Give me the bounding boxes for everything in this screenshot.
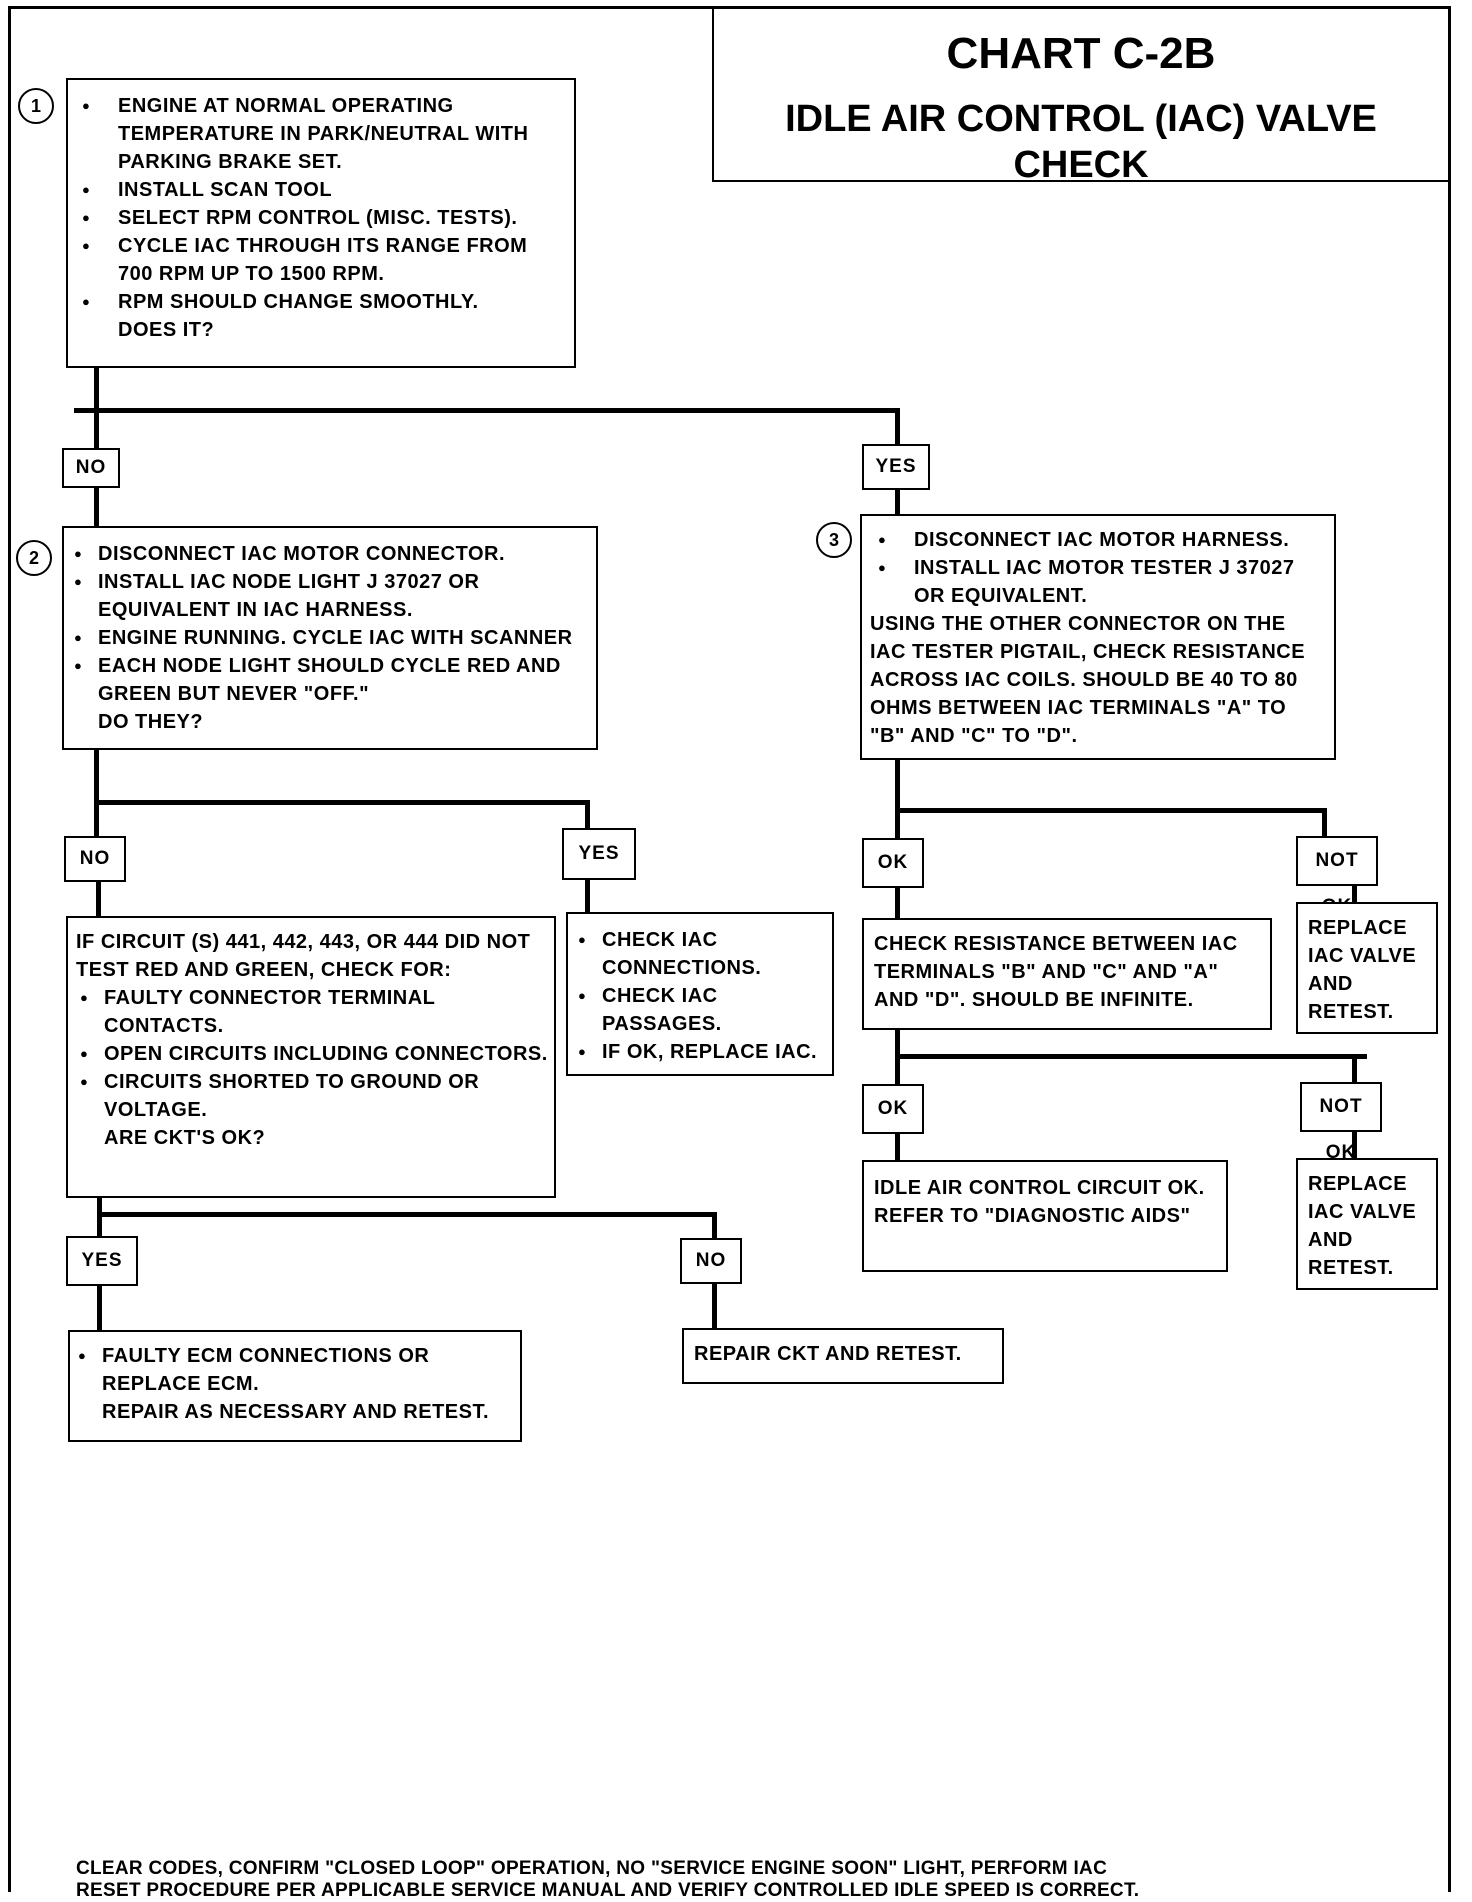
check-iac-box: CHECK IAC CONNECTIONS. CHECK IAC PASSAGE… [566, 912, 834, 1076]
chart-title-box: CHART C-2B IDLE AIR CONTROL (IAC) VALVE … [712, 6, 1450, 186]
answer-ok-label: OK [862, 1084, 924, 1134]
repair-box: REPAIR CKT AND RETEST. [682, 1328, 1004, 1384]
connector [1352, 1054, 1357, 1086]
bullet-item: SELECT RPM CONTROL (MISC. TESTS). [74, 204, 564, 232]
connector [74, 408, 99, 413]
idle-ok-text: IDLE AIR CONTROL CIRCUIT OK. REFER TO "D… [874, 1177, 1205, 1227]
bullet-item: DISCONNECT IAC MOTOR HARNESS. [870, 526, 1324, 554]
bullet-item: EACH NODE LIGHT SHOULD CYCLE RED AND GRE… [70, 652, 588, 708]
replace-iac-box: REPLACE IAC VALVE AND RETEST. [1296, 1158, 1438, 1290]
answer-yes-label: YES [66, 1236, 138, 1286]
answer-no-label: NO [64, 836, 126, 882]
circuit-check-intro: IF CIRCUIT (S) 441, 442, 443, OR 444 DID… [76, 931, 531, 981]
ecm-text: REPAIR AS NECESSARY AND RETEST. [102, 1401, 490, 1423]
step-3-text: USING THE OTHER CONNECTOR ON THE IAC TES… [870, 613, 1306, 747]
circuit-check-box: IF CIRCUIT (S) 441, 442, 443, OR 444 DID… [66, 916, 556, 1198]
step-3-marker: 3 [816, 522, 852, 558]
bullet-item: RPM SHOULD CHANGE SMOOTHLY. [74, 288, 564, 316]
bullet-item: INSTALL IAC MOTOR TESTER J 37027 OR EQUI… [870, 554, 1324, 610]
step-2-question: DO THEY? [98, 711, 204, 733]
bullet-item: FAULTY ECM CONNECTIONS OR REPLACE ECM. [74, 1342, 514, 1398]
connector [94, 486, 99, 526]
step-1-box: ENGINE AT NORMAL OPERATING TEMPERATURE I… [66, 78, 576, 368]
connector [895, 758, 900, 838]
answer-ok-label: OK [862, 838, 924, 888]
connector [97, 1212, 717, 1217]
step-1-marker: 1 [18, 88, 54, 124]
idle-ok-box: IDLE AIR CONTROL CIRCUIT OK. REFER TO "D… [862, 1160, 1228, 1272]
check-iac-bullets: CHECK IAC CONNECTIONS. CHECK IAC PASSAGE… [574, 926, 826, 1066]
ecm-box: FAULTY ECM CONNECTIONS OR REPLACE ECM. R… [68, 1330, 522, 1442]
answer-no-label: NO [62, 448, 120, 488]
connector [712, 1212, 717, 1254]
connector [585, 800, 590, 830]
answer-not-ok-label: NOT OK [1296, 836, 1378, 917]
replace-iac-text: REPLACE IAC VALVE AND RETEST. [1308, 917, 1417, 1023]
bullet-item: OPEN CIRCUITS INCLUDING CONNECTORS. [76, 1040, 548, 1068]
circuit-check-bullets: FAULTY CONNECTOR TERMINAL CONTACTS. OPEN… [76, 984, 548, 1124]
connector [94, 800, 590, 805]
connector [895, 886, 900, 920]
resistance-check-box: CHECK RESISTANCE BETWEEN IAC TERMINALS "… [862, 918, 1272, 1030]
bullet-item: INSTALL IAC NODE LIGHT J 37027 OR EQUIVA… [70, 568, 588, 624]
connector [895, 1134, 900, 1164]
bullet-item: FAULTY CONNECTOR TERMINAL CONTACTS. [76, 984, 548, 1040]
connector [1352, 1132, 1357, 1160]
connector [895, 1054, 1367, 1059]
bullet-item: CIRCUITS SHORTED TO GROUND OR VOLTAGE. [76, 1068, 548, 1124]
step-2-bullets: DISCONNECT IAC MOTOR CONNECTOR. INSTALL … [70, 540, 588, 708]
connector [1352, 884, 1357, 904]
connector [94, 408, 900, 413]
connector [895, 488, 900, 516]
chart-title: CHART C-2B [946, 29, 1216, 78]
bullet-item: CYCLE IAC THROUGH ITS RANGE FROM 700 RPM… [74, 232, 564, 288]
chart-subtitle: IDLE AIR CONTROL (IAC) VALVE CHECK [785, 98, 1377, 186]
step-3-bullets: DISCONNECT IAC MOTOR HARNESS. INSTALL IA… [870, 526, 1324, 610]
page-border-left [8, 6, 11, 1892]
step-2-box: DISCONNECT IAC MOTOR CONNECTOR. INSTALL … [62, 526, 598, 750]
page-border-top [8, 6, 1451, 9]
connector [712, 1282, 717, 1330]
replace-iac-box: REPLACE IAC VALVE AND RETEST. [1296, 902, 1438, 1034]
bullet-item: ENGINE AT NORMAL OPERATING TEMPERATURE I… [74, 92, 564, 176]
connector [97, 1198, 102, 1240]
bullet-item: INSTALL SCAN TOOL [74, 176, 564, 204]
bullet-item: CHECK IAC PASSAGES. [574, 982, 826, 1038]
step-1-question: DOES IT? [118, 319, 215, 341]
answer-not-ok-label: NOT OK [1300, 1082, 1382, 1163]
answer-yes-label: YES [562, 828, 636, 880]
bullet-item: ENGINE RUNNING. CYCLE IAC WITH SCANNER [70, 624, 588, 652]
bullet-item: IF OK, REPLACE IAC. [574, 1038, 826, 1066]
answer-yes-label: YES [862, 444, 930, 490]
connector [1322, 808, 1327, 838]
bullet-item: DISCONNECT IAC MOTOR CONNECTOR. [70, 540, 588, 568]
connector [94, 748, 99, 838]
step-1-bullets: ENGINE AT NORMAL OPERATING TEMPERATURE I… [74, 92, 564, 316]
replace-iac-text: REPLACE IAC VALVE AND RETEST. [1308, 1173, 1417, 1279]
repair-text: REPAIR CKT AND RETEST. [694, 1343, 962, 1365]
resistance-check-text: CHECK RESISTANCE BETWEEN IAC TERMINALS "… [874, 933, 1238, 1011]
bullet-item: CHECK IAC CONNECTIONS. [574, 926, 826, 982]
connector [96, 880, 101, 920]
footer-instructions: CLEAR CODES, CONFIRM "CLOSED LOOP" OPERA… [76, 1858, 1140, 1901]
step-3-box: DISCONNECT IAC MOTOR HARNESS. INSTALL IA… [860, 514, 1336, 760]
connector [895, 408, 900, 444]
connector [585, 878, 590, 918]
ecm-bullets: FAULTY ECM CONNECTIONS OR REPLACE ECM. [74, 1342, 514, 1398]
answer-no-label: NO [680, 1238, 742, 1284]
step-2-marker: 2 [16, 540, 52, 576]
connector [895, 808, 1327, 813]
connector [97, 1284, 102, 1332]
page-border-right [1448, 6, 1451, 1892]
circuit-check-question: ARE CKT'S OK? [104, 1127, 266, 1149]
connector [94, 360, 99, 450]
